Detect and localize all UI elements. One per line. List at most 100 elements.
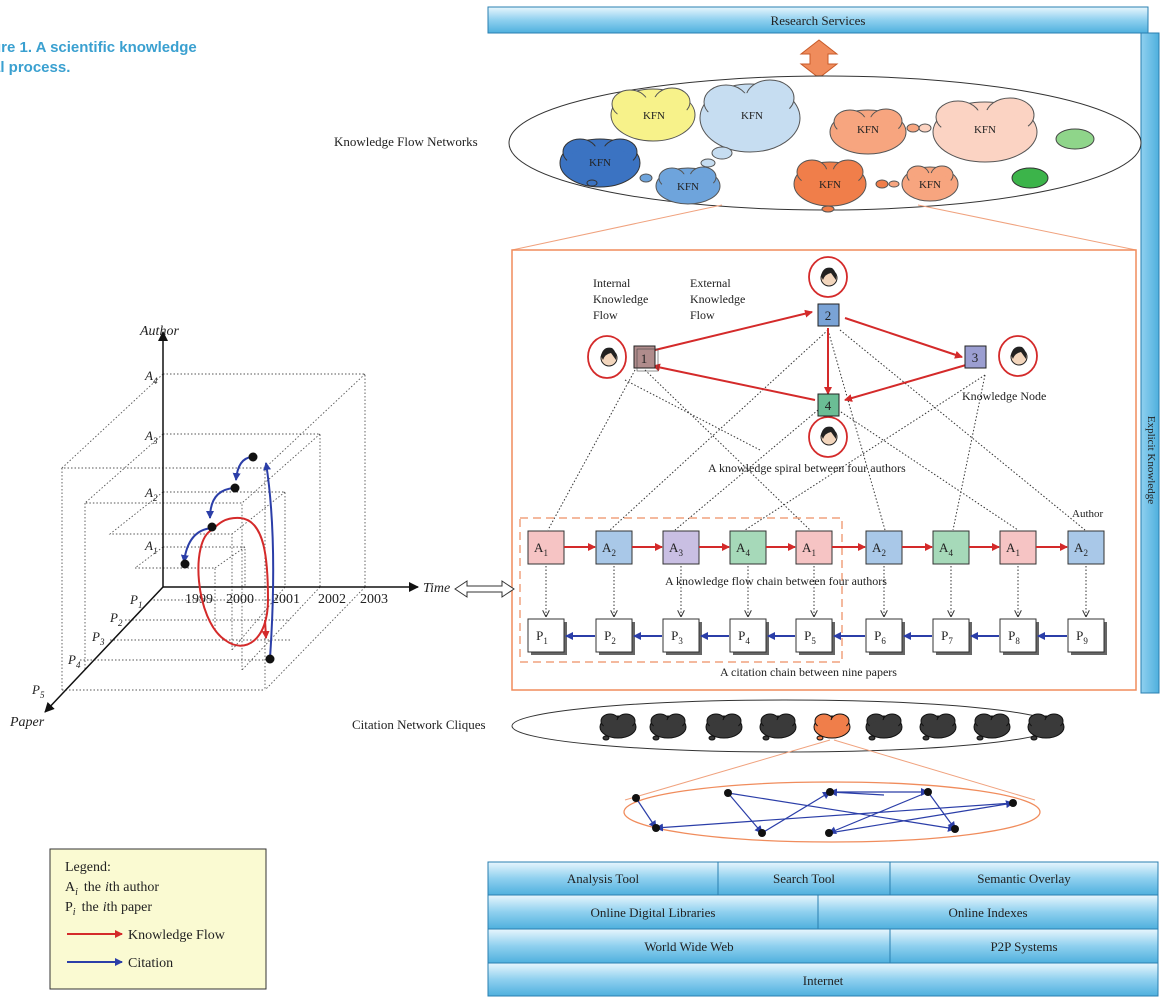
author-axis-label: Author bbox=[139, 324, 179, 339]
www-label: World Wide Web bbox=[644, 939, 733, 954]
paper-chain-node: P4 bbox=[729, 618, 769, 655]
knowledge-flow-loop bbox=[197, 516, 270, 647]
paper-chain-node: P3 bbox=[662, 618, 702, 655]
author-chain-node: A1 bbox=[795, 530, 833, 565]
search-tool-bar bbox=[717, 861, 891, 896]
kfn-cloud-darkblue-icon: KFN bbox=[559, 138, 641, 188]
person-icon-3 bbox=[1010, 346, 1028, 366]
author-chain-node: A2 bbox=[1067, 530, 1105, 565]
svg-text:1: 1 bbox=[641, 351, 648, 366]
network-edge bbox=[761, 791, 831, 834]
network-node bbox=[632, 794, 640, 802]
svg-text:A3: A3 bbox=[144, 428, 158, 446]
semantic-overlay-label: Semantic Overlay bbox=[977, 871, 1071, 886]
person-icon-2 bbox=[820, 267, 838, 287]
network-edge bbox=[635, 797, 657, 829]
internal-flow-label-2: Knowledge bbox=[593, 292, 648, 306]
node-chain-links bbox=[547, 329, 1086, 531]
paper-chain-node: P7 bbox=[932, 618, 972, 655]
kfn-cloud-orange-icon: KFN bbox=[793, 159, 900, 213]
internet-bar bbox=[487, 962, 1159, 997]
legend-title: Legend: bbox=[65, 860, 111, 875]
paper-chain-node: P6 bbox=[865, 618, 905, 655]
caption-line-1: ure 1. A scientific knowledge bbox=[0, 39, 197, 56]
author-chain-label: A3 bbox=[669, 540, 683, 558]
paper-chain-node: P9 bbox=[1067, 618, 1107, 655]
spiral-box bbox=[511, 249, 1137, 691]
year-ticks: 1999 2000 2001 2002 2003 bbox=[185, 592, 388, 607]
clique-cloud-icon bbox=[865, 713, 903, 741]
author-person-icons bbox=[600, 267, 1028, 446]
external-flow-label-2: Knowledge bbox=[690, 292, 745, 306]
svg-text:KFN: KFN bbox=[919, 179, 941, 191]
digital-libraries-bar bbox=[487, 894, 819, 930]
paper-chain-node: P5 bbox=[795, 618, 835, 655]
kfn-cloud-salmon-small-icon: KFN bbox=[901, 165, 959, 202]
author-chain-label: A2 bbox=[872, 540, 886, 558]
author-chain-label: A2 bbox=[1074, 540, 1088, 558]
author-chain-label: A2 bbox=[602, 540, 616, 558]
paper-chain-node: P2 bbox=[595, 618, 635, 655]
clique-cloud-orange-icon bbox=[813, 713, 851, 741]
person-icon-4 bbox=[820, 426, 838, 446]
internal-flow-loops bbox=[587, 256, 1038, 458]
person-icon-1 bbox=[600, 347, 618, 367]
author-chain-node: A2 bbox=[595, 530, 633, 565]
tool-layers: Analysis Tool Search Tool Semantic Overl… bbox=[487, 861, 1159, 997]
internet-label: Internet bbox=[803, 973, 844, 988]
clique-cloud-icon bbox=[599, 713, 637, 741]
paper-chain-label: P1 bbox=[536, 628, 548, 646]
network-edge bbox=[829, 788, 885, 797]
explicit-knowledge-bar bbox=[1140, 32, 1160, 694]
svg-text:KFN: KFN bbox=[589, 157, 611, 169]
research-services-label: Research Services bbox=[771, 13, 866, 28]
research-services-bar bbox=[487, 6, 1149, 34]
group-dashed-box bbox=[519, 517, 843, 663]
network-ellipse bbox=[623, 781, 1041, 843]
external-flow-label-3: Flow bbox=[690, 308, 715, 322]
clique-cloud-icon bbox=[919, 713, 957, 741]
analysis-tool-label: Analysis Tool bbox=[567, 871, 640, 886]
author-ticks: A4 A3 A2 A1 bbox=[144, 368, 158, 556]
svg-text:KFN: KFN bbox=[974, 124, 996, 136]
author-chain-label: A1 bbox=[802, 540, 816, 558]
network-node bbox=[826, 788, 834, 796]
citation-path bbox=[180, 456, 275, 659]
network-edge bbox=[727, 792, 956, 832]
hollow-double-arrow-icon bbox=[454, 580, 515, 598]
p2p-bar bbox=[889, 928, 1159, 964]
kfn-cloud-green-icon bbox=[1011, 128, 1095, 189]
network-node bbox=[724, 789, 732, 797]
svg-text:4: 4 bbox=[825, 398, 832, 413]
semantic-overlay-bar bbox=[889, 861, 1159, 896]
svg-text:2000: 2000 bbox=[226, 592, 254, 607]
network-edge bbox=[927, 791, 956, 830]
author-chain-label: A4 bbox=[736, 540, 750, 558]
paper-chain-node: P1 bbox=[527, 618, 567, 655]
kfn-cloud-yellow-icon: KFN bbox=[601, 87, 696, 159]
network-node bbox=[951, 825, 959, 833]
svg-text:KFN: KFN bbox=[741, 110, 763, 122]
paper-chain-label: P7 bbox=[941, 628, 953, 646]
paper-chain-label: P2 bbox=[604, 628, 616, 646]
cliques-label: Citation Network Cliques bbox=[352, 717, 486, 732]
citation-chain-caption: A citation chain between nine papers bbox=[720, 665, 897, 679]
author-time-paper-plot: Author Time Paper A4 A3 A2 A1 P1 P2 P3 P… bbox=[9, 324, 450, 730]
author-chain-node: A4 bbox=[932, 530, 970, 565]
svg-text:2003: 2003 bbox=[360, 592, 388, 607]
network-node bbox=[758, 829, 766, 837]
node-3 bbox=[964, 345, 987, 369]
svg-text:P2: P2 bbox=[109, 610, 123, 628]
online-indexes-label: Online Indexes bbox=[948, 905, 1027, 920]
author-chain-node: A1 bbox=[999, 530, 1037, 565]
svg-text:P3: P3 bbox=[91, 629, 105, 647]
svg-text:P1: P1 bbox=[129, 592, 142, 610]
kfn-label: Knowledge Flow Networks bbox=[334, 134, 478, 149]
svg-text:A2: A2 bbox=[144, 485, 158, 503]
legend-citation-label: Citation bbox=[128, 956, 173, 971]
paper-axis-label: Paper bbox=[9, 715, 45, 730]
online-indexes-bar bbox=[817, 894, 1159, 930]
clique-cloud-icon bbox=[649, 713, 687, 741]
paper-chain-label: P5 bbox=[804, 628, 816, 646]
